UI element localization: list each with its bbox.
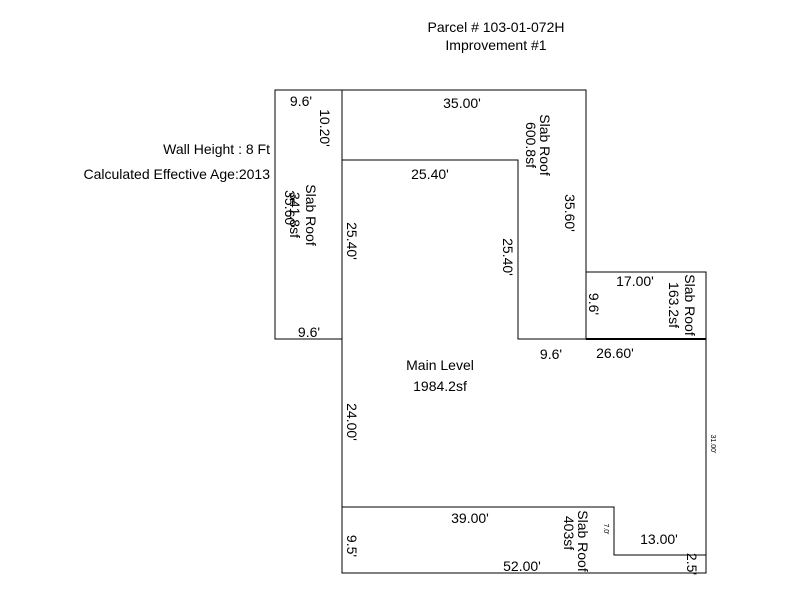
slab-top-area: 600.8sf	[523, 122, 539, 168]
dim-inner-left: 25.40'	[344, 222, 360, 260]
improvement-label: Improvement #1	[445, 37, 547, 53]
dim-inner-mid: 25.40'	[500, 238, 516, 276]
building-outline	[274, 89, 707, 574]
main-level-top-boundary	[342, 159, 586, 340]
bottom-slab-boundary	[342, 506, 706, 556]
dim-bottom-notch: 7.0'	[602, 523, 609, 535]
dim-bottom-corner: 2.5'	[684, 552, 700, 576]
dim-inner-top: 25.40'	[411, 166, 449, 182]
slab-left-name: Slab Roof	[303, 184, 319, 246]
dim-bottom-top: 39.00'	[451, 510, 489, 526]
dim-left-height: 35.60'	[282, 190, 298, 228]
dim-notch-bottom: 9.6'	[539, 346, 563, 362]
dim-bottom-width: 52.00'	[503, 558, 541, 574]
effective-age: Calculated Effective Age:2013	[83, 166, 270, 182]
dim-right-left: 9.6'	[586, 292, 602, 316]
dim-top-width: 35.00'	[443, 95, 481, 111]
slab-bottom-name: Slab Roof	[575, 510, 591, 572]
dim-bottom-left: 9.5'	[344, 534, 360, 558]
parcel-number: Parcel # 103-01-072H	[427, 19, 565, 35]
dim-left-side: 10.20'	[317, 109, 333, 147]
main-level-area: 1984.2sf	[413, 378, 467, 394]
wall-height: Wall Height : 8 Ft	[163, 141, 270, 157]
slab-right-name: Slab Roof	[682, 274, 698, 336]
dim-right-top: 17.00'	[616, 273, 654, 289]
dim-bottom-step: 13.00'	[640, 531, 678, 547]
slab-bottom-area: 403sf	[561, 515, 577, 551]
main-level-name: Main Level	[406, 357, 474, 373]
dim-left-bottom: 9.6'	[297, 324, 321, 340]
dim-main-left: 24.00'	[344, 403, 360, 441]
slab-top-name: Slab Roof	[537, 114, 553, 176]
dim-top-right-height: 35.60'	[562, 194, 578, 232]
dim-left-top: 9.6'	[289, 93, 313, 109]
dim-right-side: 31.00'	[709, 434, 716, 454]
slab-right-area: 163.2sf	[666, 282, 682, 328]
dim-right-bottom: 26.60'	[596, 345, 634, 361]
